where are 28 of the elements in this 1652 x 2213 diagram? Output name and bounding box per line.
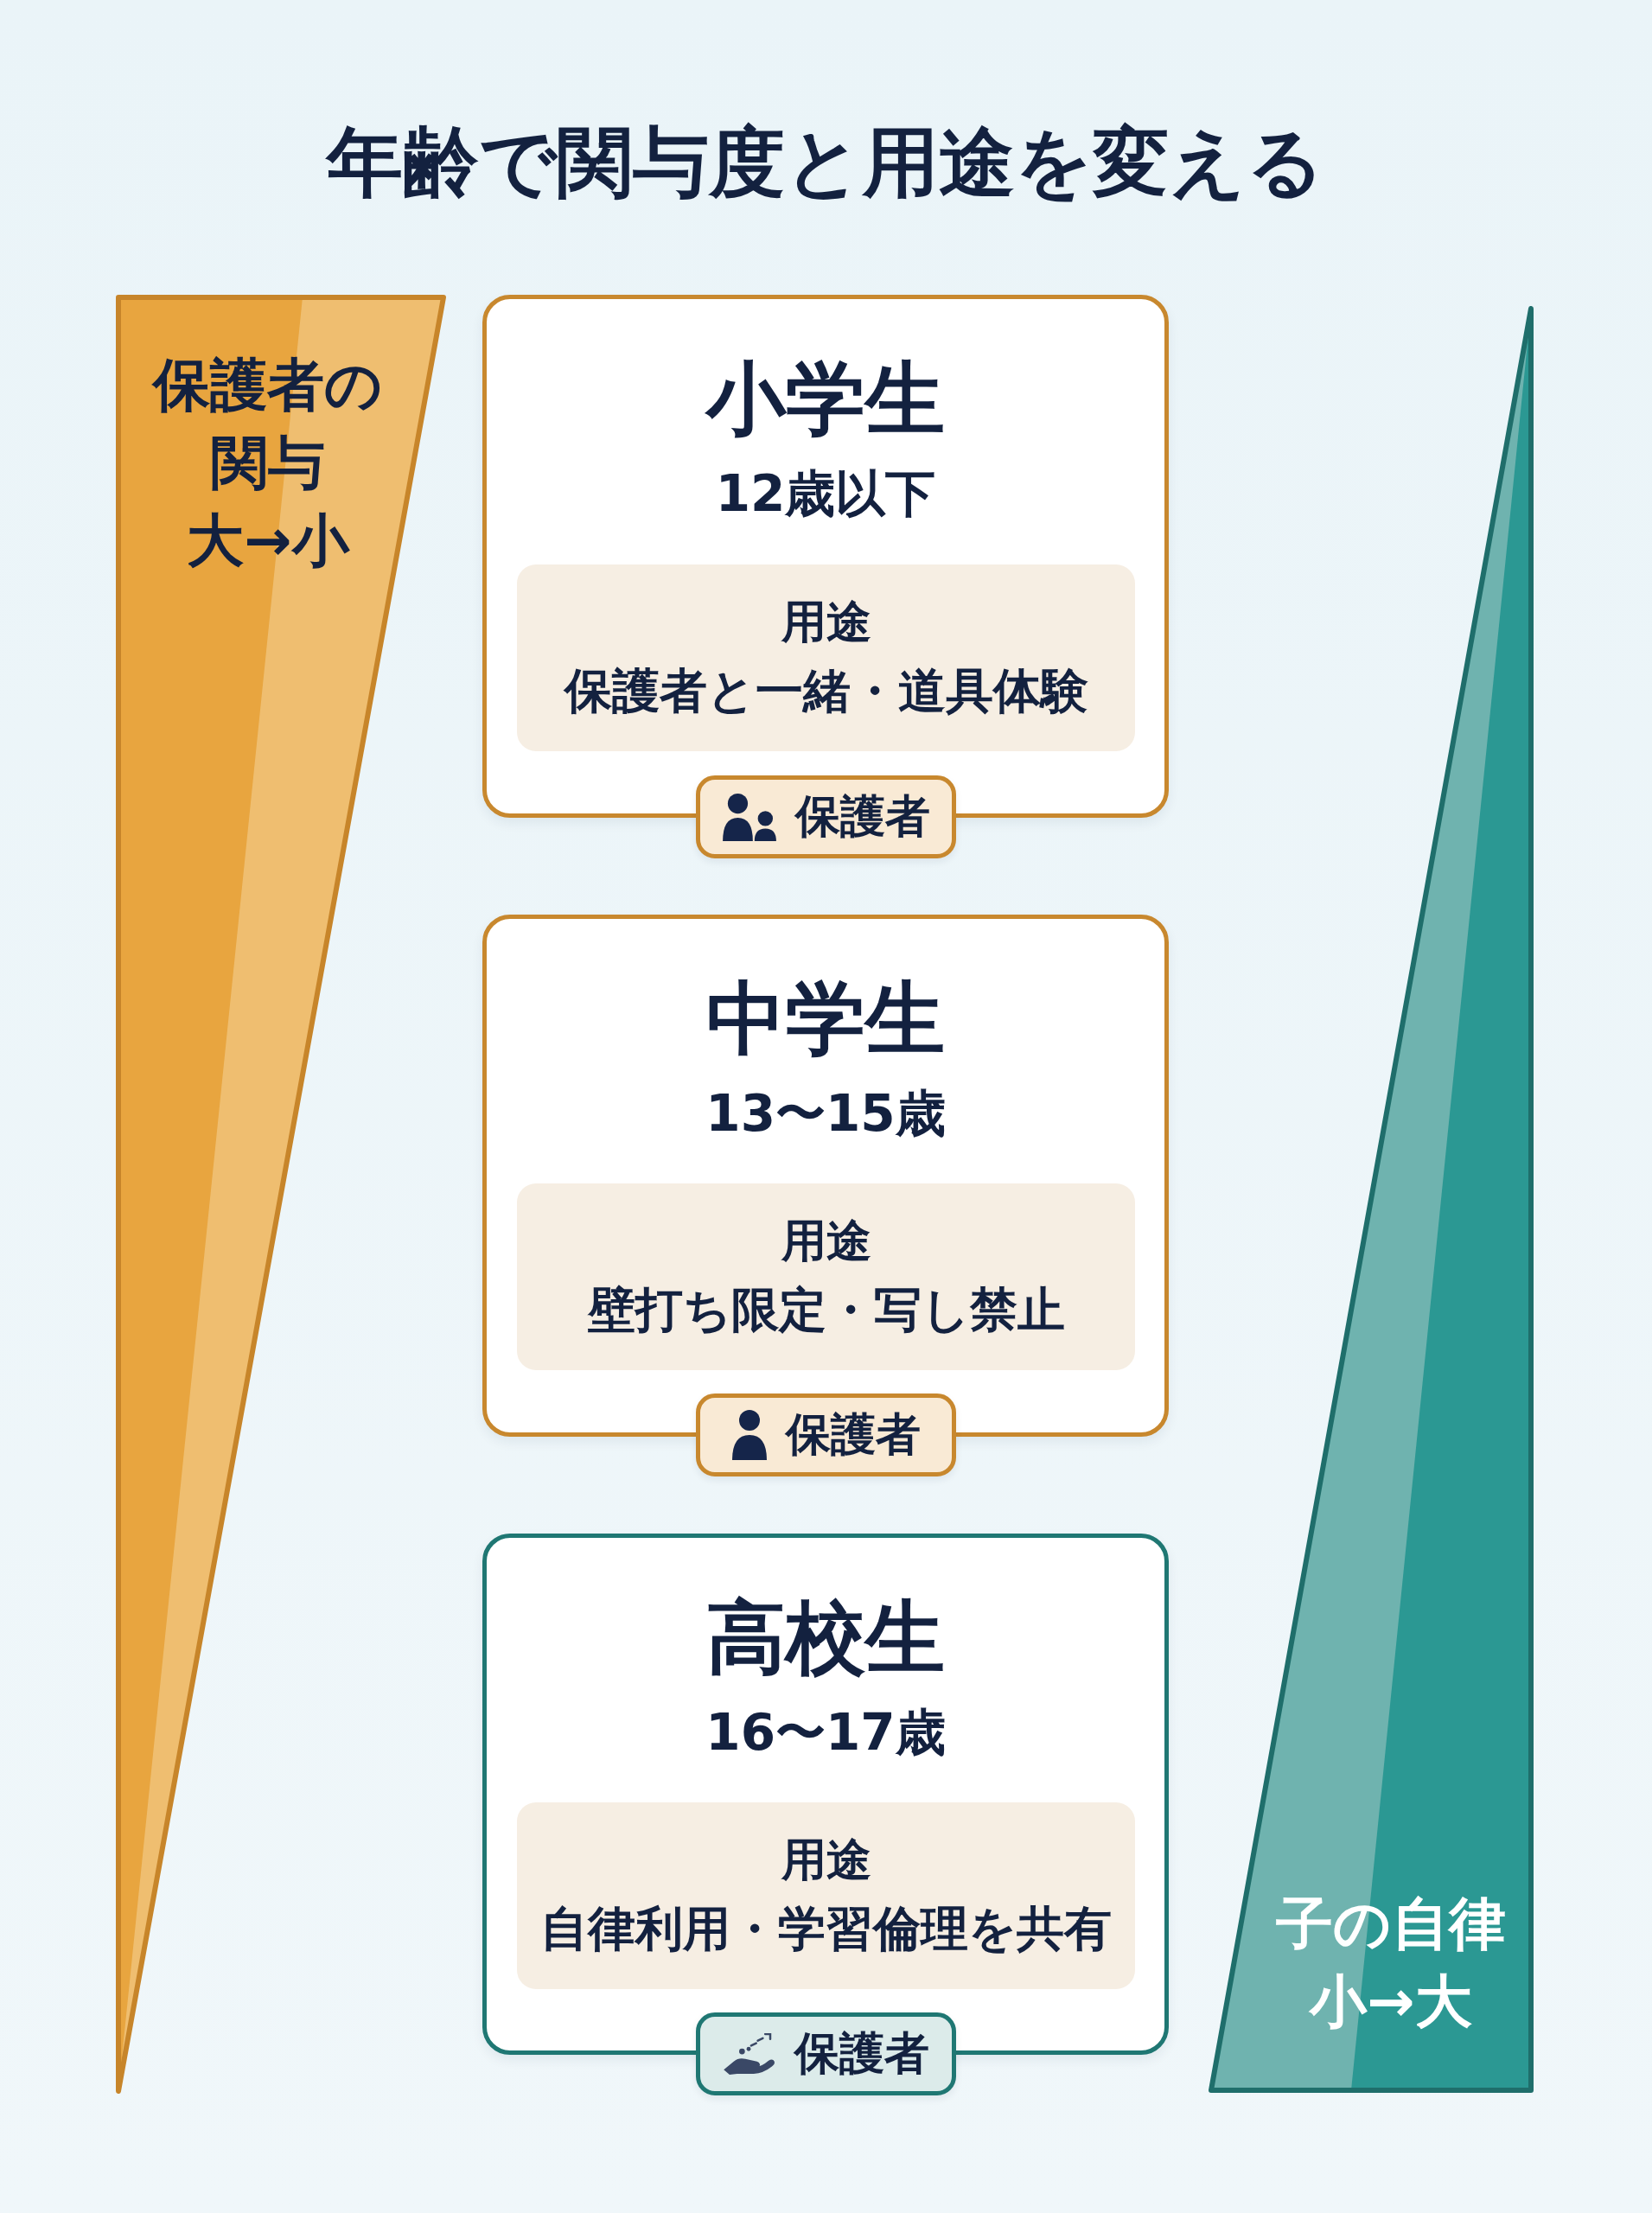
wedge-bar [116, 295, 446, 2094]
usage-panel [517, 1802, 1135, 1989]
usage-heading: 用途 [781, 594, 871, 649]
age-range: 16〜17歳 [705, 1703, 946, 1763]
age-range: 12歳以下 [715, 464, 936, 525]
usage-text: 自律利用・学習倫理を共有 [540, 1900, 1112, 1957]
usage-panel [517, 564, 1135, 751]
age-range: 13〜15歳 [705, 1084, 946, 1145]
role-tag [696, 1393, 956, 1476]
role-tag [696, 2012, 956, 2095]
role-label: 保護者 [785, 1409, 921, 1461]
usage-heading: 用途 [781, 1213, 871, 1268]
role-label: 保護者 [794, 2028, 929, 2080]
title: 年齢で関与度と用途を変える [327, 117, 1324, 208]
wedge-scale: 大→小 [187, 507, 349, 576]
grade-heading: 小学生 [706, 351, 945, 447]
wedge-scale: 小→大 [1310, 1967, 1472, 2037]
usage-panel [517, 1183, 1135, 1370]
wedge-heading: 子の自律 [1276, 1890, 1506, 1959]
wedge-bar [1209, 306, 1534, 2093]
usage-heading: 用途 [781, 1832, 871, 1887]
role-tag [696, 775, 956, 858]
wedge-heading: 保護者の関与 [152, 351, 384, 498]
grade-heading: 高校生 [706, 1590, 945, 1686]
grade-heading: 中学生 [706, 971, 945, 1067]
role-label: 保護者 [794, 791, 930, 843]
usage-text: 保護者と一緒・道具体験 [564, 662, 1088, 719]
usage-text: 壁打ち限定・写し禁止 [587, 1281, 1065, 1338]
